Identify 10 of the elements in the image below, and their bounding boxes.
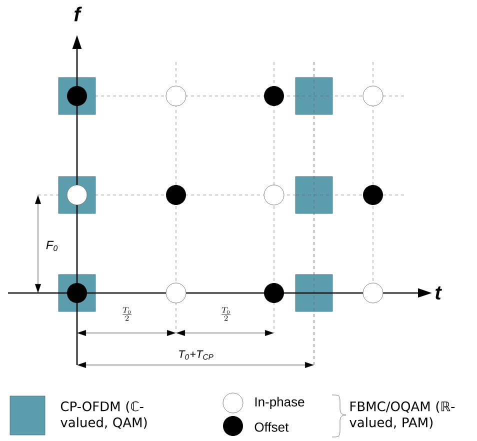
dimension-label: $\frac{T_0}{2}$ xyxy=(222,307,230,321)
dimension-label: $\frac{T_0}{2}$ xyxy=(122,307,132,321)
legend-text: In-phase xyxy=(255,396,304,410)
legend-text: CP-OFDM (ℂ-valued, QAM) xyxy=(60,401,147,429)
group-label: FBMC/OQAM (ℝ-valued, PAM) xyxy=(350,401,455,429)
dimension-label: T$_{0}$+T$_{CP}$ xyxy=(179,350,214,360)
axis-label: f xyxy=(74,6,82,22)
dimension-label: F$_{0}$ xyxy=(46,240,58,252)
axis-label: t xyxy=(436,286,442,300)
legend-text: Offset xyxy=(254,422,289,432)
